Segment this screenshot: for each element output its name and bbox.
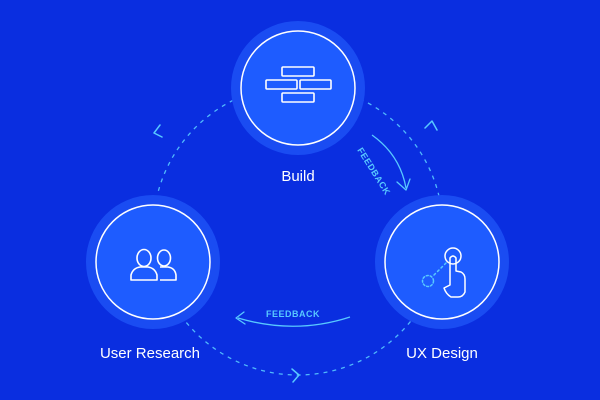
feedback-arrow-build-to-ux	[371, 134, 407, 189]
node-user-research	[86, 195, 220, 329]
chevron-bottom-icon	[291, 368, 300, 383]
feedback-arrow-ux-to-research	[237, 316, 351, 327]
chevron-left-icon	[153, 124, 163, 138]
tap-gesture-icon	[421, 247, 466, 298]
node-ux-design	[375, 195, 509, 329]
node-label-user-research: User Research	[99, 345, 201, 362]
arrowhead-icon	[396, 178, 411, 191]
node-label-ux-design: UX Design	[406, 345, 478, 362]
chevron-right-icon	[424, 120, 438, 131]
node-label-build: Build	[281, 168, 315, 185]
arrowhead-icon	[235, 311, 246, 325]
node-build	[231, 21, 365, 155]
bricks-icon	[265, 66, 332, 103]
users-icon	[130, 248, 177, 281]
feedback-label-ux-research: FEEDBACK	[266, 309, 320, 319]
